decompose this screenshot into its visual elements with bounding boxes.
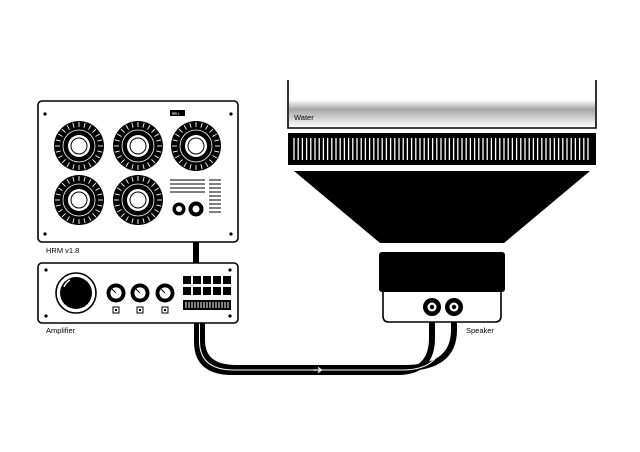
indicator-light [136, 306, 144, 314]
speaker-input-jack-left[interactable] [423, 298, 441, 316]
hrm-module: BRLL [37, 100, 239, 255]
screw [229, 112, 233, 116]
amplifier-connector-strip [183, 300, 231, 310]
knob[interactable] [170, 120, 222, 172]
screw [43, 112, 47, 116]
water-fill [289, 100, 595, 127]
amplifier-label: Amplifier [46, 326, 76, 335]
speaker-base [382, 292, 502, 323]
speaker-cone [294, 171, 590, 243]
module-label: HRM v1.8 [46, 246, 79, 255]
amplifier: Amplifier [37, 262, 239, 335]
knob[interactable] [112, 120, 164, 172]
screw [228, 314, 232, 318]
small-knob[interactable] [155, 283, 175, 303]
module-badge-text: BRLL [172, 112, 180, 116]
volume-knob[interactable] [55, 272, 97, 314]
speaker-input-jack-right[interactable] [445, 298, 463, 316]
screw [228, 268, 232, 272]
module-vent-grille [170, 179, 221, 213]
speaker-label: Speaker [466, 326, 494, 335]
small-knob[interactable] [106, 283, 126, 303]
module-output-jack[interactable] [188, 201, 204, 217]
module-input-jack[interactable] [172, 202, 186, 216]
speaker-grille [288, 133, 596, 165]
indicator-light [112, 306, 120, 314]
screw [229, 232, 233, 236]
speaker-driver [379, 252, 505, 292]
screw [44, 268, 48, 272]
amplifier-to-speaker-cable-right[interactable] [199, 312, 457, 371]
screw [43, 232, 47, 236]
water-tank [287, 80, 597, 129]
screw [44, 314, 48, 318]
water-label: Water [294, 113, 314, 122]
speaker-assembly: Water Speaker [287, 80, 597, 335]
grille-slots [293, 138, 589, 160]
indicator-light [161, 306, 169, 314]
button-grid[interactable] [183, 276, 231, 295]
amplifier-to-speaker-cable-left[interactable] [194, 312, 435, 375]
arrow-right-icon [313, 366, 323, 374]
small-knob[interactable] [130, 283, 150, 303]
knob[interactable] [112, 174, 164, 226]
module-badge [170, 110, 185, 116]
knob[interactable] [53, 120, 105, 172]
knob[interactable] [53, 174, 105, 226]
speaker-neck [384, 243, 500, 249]
